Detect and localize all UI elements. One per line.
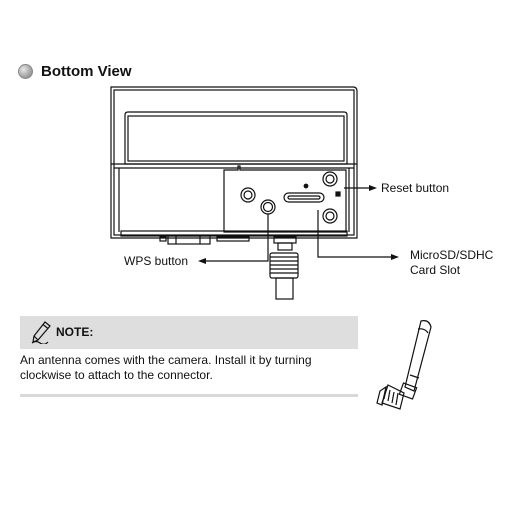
top-panel-inner	[127, 115, 345, 162]
microsd-arrowhead	[391, 254, 399, 260]
wps-button-label: WPS button	[124, 254, 189, 268]
wps-arrowhead	[198, 258, 206, 264]
antenna-hinge	[398, 382, 418, 400]
note-text: An antenna comes with the camera. Instal…	[20, 353, 312, 382]
connector-tip	[275, 277, 294, 300]
note-divider	[20, 394, 358, 397]
antenna-illustration	[376, 320, 432, 410]
microsd-label-line2: Card Slot	[410, 263, 461, 277]
reset-arrowhead	[369, 185, 377, 191]
antenna-rod	[404, 320, 432, 392]
camera-body-inner	[113, 89, 355, 236]
pencil-note-icon	[31, 321, 51, 344]
section-title: Bottom View	[41, 62, 132, 80]
port-panel	[223, 165, 347, 233]
top-panel-outline	[124, 111, 348, 165]
reset-button-label: Reset button	[381, 181, 450, 195]
microsd-slot	[283, 192, 325, 203]
microsd-leader-line	[317, 210, 392, 258]
screw-hole-left	[240, 187, 256, 203]
section-header: Bottom View	[18, 60, 132, 82]
circle-bullet-icon	[18, 63, 33, 79]
screw-hole-bottom-right	[322, 208, 338, 224]
note-header: NOTE:	[20, 316, 358, 349]
wps-leader-line	[205, 214, 269, 262]
foot-right	[216, 236, 250, 242]
reset-button	[303, 183, 309, 189]
note-label: NOTE:	[56, 325, 94, 339]
camera-body-outline	[110, 86, 358, 239]
microsd-label-line1: MicroSD/SDHC	[410, 248, 494, 262]
screw-hole-top-right	[322, 171, 338, 187]
foot-left	[167, 235, 211, 245]
